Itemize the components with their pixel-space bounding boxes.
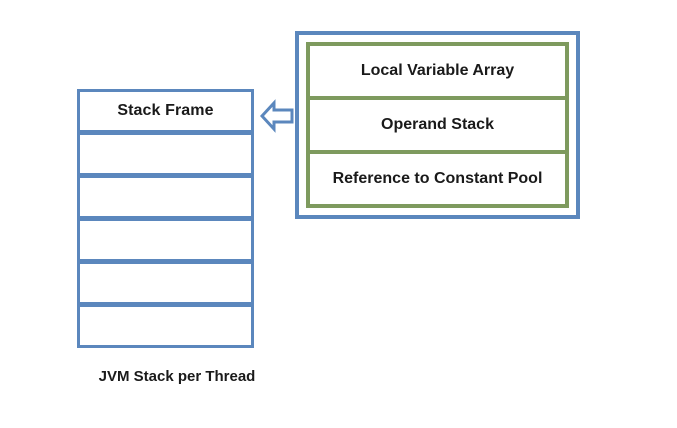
stack-frame-detail-inner: Local Variable Array Operand Stack Refer… — [306, 42, 569, 208]
jvm-stack-caption: JVM Stack per Thread — [98, 368, 256, 385]
stack-cell-empty-2[interactable] — [77, 175, 254, 219]
detail-row-label: Local Variable Array — [360, 61, 515, 79]
detail-row-label: Operand Stack — [381, 115, 494, 133]
left-arrow-icon — [260, 99, 294, 133]
detail-row-local-variable-array[interactable]: Local Variable Array — [310, 46, 565, 100]
stack-cell-empty-1[interactable] — [77, 132, 254, 176]
detail-row-reference-to-constant-pool[interactable]: Reference to Constant Pool — [310, 154, 565, 204]
stack-cell-empty-4[interactable] — [77, 261, 254, 305]
stack-frame-detail-panel: Local Variable Array Operand Stack Refer… — [295, 31, 580, 219]
stack-cell-empty-5[interactable] — [77, 304, 254, 348]
stack-cell-label: Stack Frame — [117, 102, 214, 119]
detail-row-operand-stack[interactable]: Operand Stack — [310, 100, 565, 154]
stack-cell-empty-3[interactable] — [77, 218, 254, 262]
detail-row-label: Reference to Constant Pool — [332, 169, 543, 187]
jvm-stack-column: Stack Frame — [77, 89, 254, 348]
stack-cell-stack-frame[interactable]: Stack Frame — [77, 89, 254, 133]
